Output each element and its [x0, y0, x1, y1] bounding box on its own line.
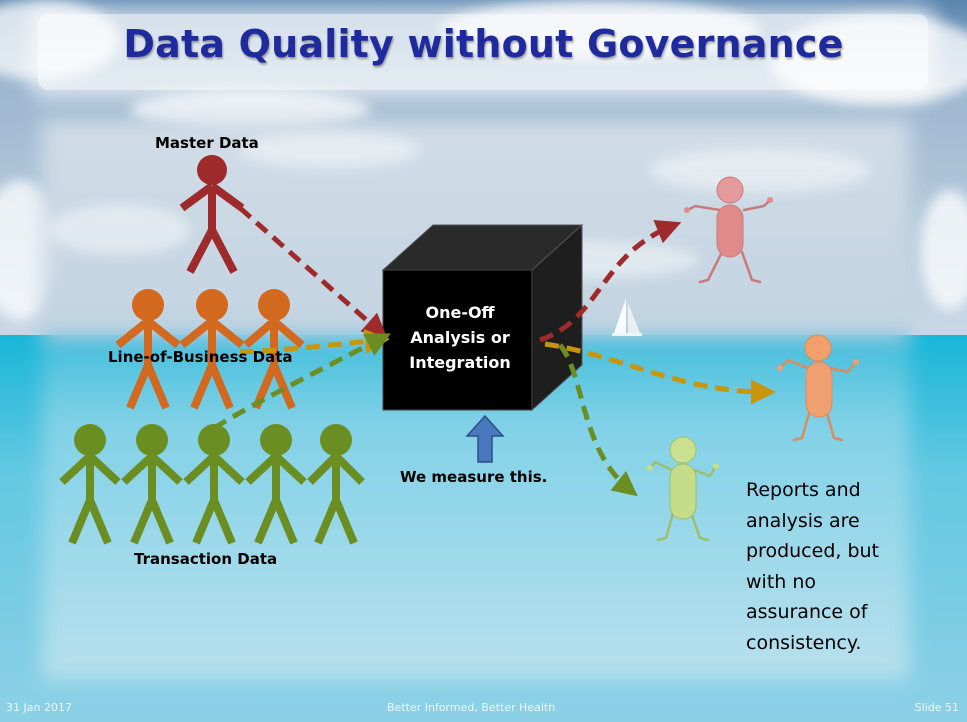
- master-data-person: [179, 155, 245, 274]
- out-arrow-green: [558, 343, 638, 497]
- transaction-arrow: [212, 333, 391, 431]
- box-line: Integration: [409, 353, 511, 372]
- transaction-person: [183, 424, 245, 545]
- transaction-person: [59, 424, 121, 545]
- analysis-box-text: One-Off Analysis or Integration: [388, 300, 532, 375]
- transaction-person: [307, 424, 365, 545]
- transaction-data-label: Transaction Data: [134, 550, 278, 568]
- master-arrow: [238, 206, 388, 339]
- title-band: [38, 14, 928, 90]
- reports-note: Reports and analysis are produced, but w…: [746, 475, 946, 658]
- lob-people: [115, 289, 305, 410]
- note-line: analysis are: [746, 509, 860, 532]
- box-line: One-Off: [425, 303, 495, 322]
- lob-arrow: [239, 329, 390, 355]
- note-line: produced, but: [746, 540, 880, 562]
- out-arrow-gold: [544, 341, 776, 405]
- figure-green: [647, 436, 719, 542]
- master-data-label: Master Data: [155, 134, 259, 152]
- lob-person: [115, 289, 181, 410]
- note-line: with no: [746, 570, 817, 593]
- lob-data-label: Line-of-Business Data: [108, 348, 293, 366]
- slide-title: Data Quality without Governance: [123, 22, 844, 66]
- footer-date: 31 Jan 2017: [6, 701, 72, 714]
- footer-center: Better Informed, Better Health: [387, 701, 556, 714]
- transaction-people: [59, 424, 365, 545]
- footer-slide-number: Slide 51: [914, 701, 959, 714]
- note-line: consistency.: [746, 631, 862, 654]
- box-line: Analysis or: [410, 328, 510, 347]
- note-line: assurance of: [746, 601, 868, 623]
- analysis-cube: [381, 223, 584, 412]
- figure-pink: [684, 176, 773, 284]
- transaction-person: [245, 424, 307, 545]
- measure-label: We measure this.: [400, 468, 548, 486]
- note-line: Reports and: [746, 479, 861, 501]
- up-arrow-icon: [465, 414, 505, 463]
- figure-orange: [777, 334, 859, 442]
- lob-person: [179, 289, 245, 410]
- transaction-person: [121, 424, 183, 545]
